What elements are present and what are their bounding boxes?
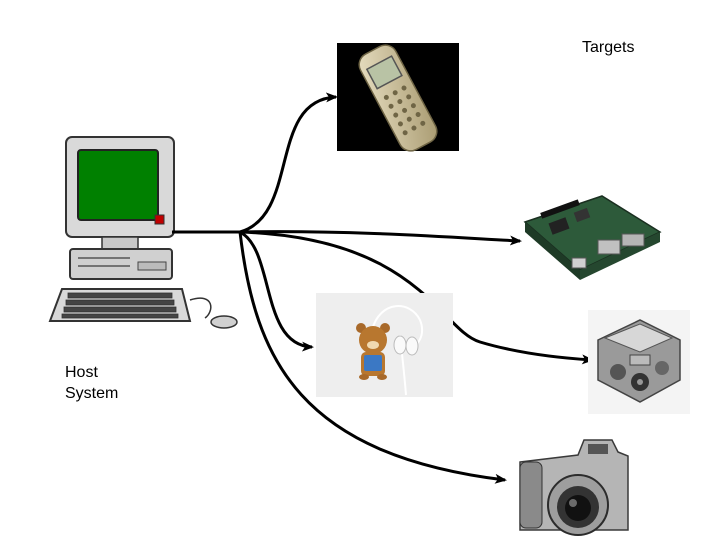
digital-camera-icon [512,430,630,540]
targets-label: Targets [582,39,635,56]
arrow-to-phone [239,92,338,234]
circuit-board-icon [523,195,662,280]
mp3-player-icon [316,293,453,397]
arrow-to-board [239,230,522,246]
arrow-to-engine [239,230,594,365]
arrow-to-camera [238,231,507,484]
arrow-to-mp3 [239,230,314,352]
host-system-label: Host System [65,364,119,402]
car-engine-icon [588,310,690,414]
connection-arrows [172,92,594,484]
mobile-phone-icon [337,43,459,152]
desktop-computer-icon [48,136,238,329]
